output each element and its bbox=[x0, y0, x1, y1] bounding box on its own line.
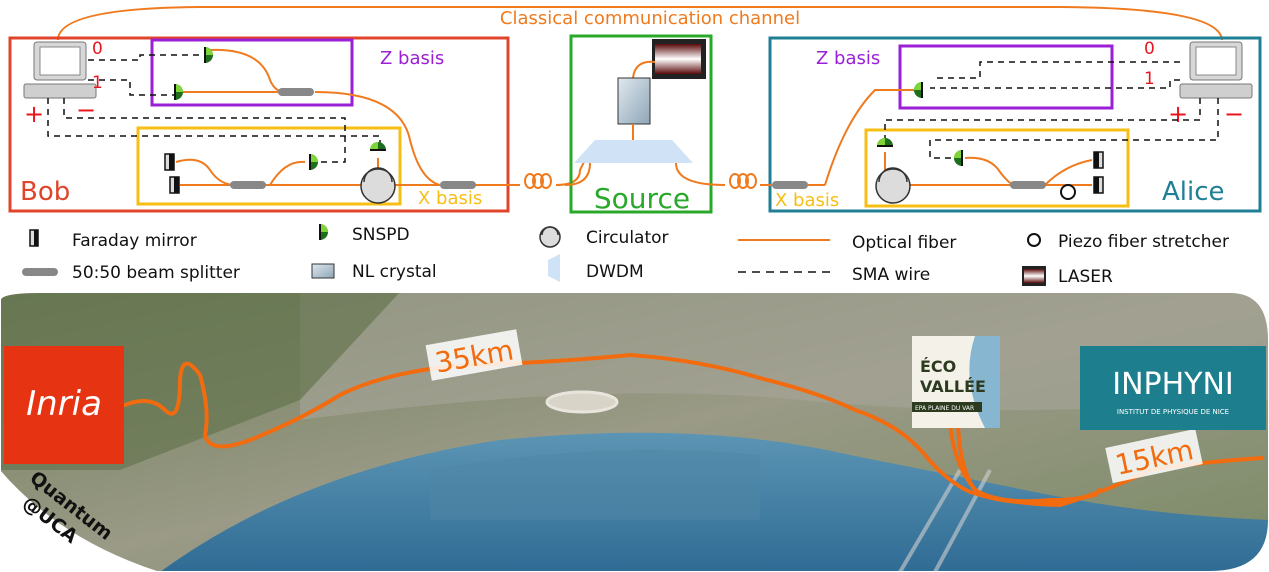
legend-snspd-icon bbox=[319, 223, 329, 241]
alice-x-basis-label: X basis bbox=[775, 190, 839, 211]
inphyni-logo: INPHYNI INSTITUT DE PHYSIQUE DE NICE bbox=[1080, 346, 1266, 430]
alice-optical-fibers bbox=[760, 89, 1093, 186]
map-photo bbox=[0, 292, 1269, 572]
alice-fiber-spool bbox=[729, 173, 757, 189]
legend-fiber-label: Optical fiber bbox=[852, 233, 956, 253]
bob-x-basis-label: X basis bbox=[418, 188, 482, 209]
legend-nl-crystal-label: NL crystal bbox=[352, 262, 437, 282]
ecovallee-logo: ÉCO VALLÉE EPA PLAINE DU VAR bbox=[912, 336, 1000, 428]
legend-faraday-icon bbox=[29, 229, 39, 247]
svg-text:VALLÉE: VALLÉE bbox=[920, 377, 986, 396]
bob-z-basis-box bbox=[150, 38, 354, 107]
alice-detector-x1 bbox=[876, 137, 894, 147]
legend-dwdm-icon bbox=[548, 254, 560, 282]
bob-circulator bbox=[360, 167, 396, 204]
bob-fiber-spool bbox=[524, 173, 552, 189]
classical-channel-line bbox=[57, 6, 1223, 41]
bob-x-beam-splitter bbox=[230, 181, 266, 189]
alice-x-basis-box bbox=[864, 128, 1130, 208]
legend-snspd-label: SNSPD bbox=[352, 225, 410, 245]
quantum-uca-corner bbox=[0, 470, 160, 572]
bob-input-beam-splitter bbox=[440, 181, 476, 189]
alice-input-beam-splitter bbox=[772, 181, 808, 189]
alice-bit1-label: 1 bbox=[1144, 69, 1155, 89]
alice-bit0-label: 0 bbox=[1144, 39, 1155, 59]
bob-label: Bob bbox=[20, 177, 70, 207]
alice-faraday-mirror-1 bbox=[1093, 151, 1104, 169]
legend-circulator-icon bbox=[539, 226, 561, 248]
bob-faraday-mirror-1 bbox=[164, 153, 175, 171]
source-laser bbox=[652, 39, 706, 79]
bob-sma-wires bbox=[47, 54, 381, 163]
fiber-route bbox=[123, 353, 1264, 507]
legend-piezo-label: Piezo fiber stretcher bbox=[1058, 232, 1229, 252]
bob-z-basis-label: Z basis bbox=[380, 48, 444, 69]
inria-logo: Inria bbox=[4, 346, 124, 464]
bob-minus-label: − bbox=[76, 96, 96, 124]
racecourse bbox=[545, 390, 619, 414]
alice-computer-icon bbox=[1179, 41, 1253, 99]
bob-bit1-label: 1 bbox=[92, 73, 103, 93]
legend-faraday-label: Faraday mirror bbox=[72, 231, 197, 251]
source-dwdm bbox=[574, 140, 693, 163]
bob-z-beam-splitter bbox=[278, 88, 314, 96]
alice-plus-label: + bbox=[1168, 100, 1188, 128]
bob-detector-z1 bbox=[174, 83, 184, 101]
svg-text:INPHYNI: INPHYNI bbox=[1112, 367, 1234, 402]
legend-sma-label: SMA wire bbox=[852, 265, 930, 285]
alice-faraday-mirror-2 bbox=[1093, 176, 1104, 194]
bob-x-basis-box bbox=[136, 126, 402, 206]
legend-splitter-label: 50:50 beam splitter bbox=[72, 263, 240, 283]
bob-detector-x0 bbox=[309, 153, 319, 171]
bob-bit0-label: 0 bbox=[92, 39, 103, 59]
legend-dwdm-label: DWDM bbox=[586, 262, 644, 282]
svg-text:ÉCO: ÉCO bbox=[920, 357, 956, 376]
legend-splitter-icon bbox=[22, 268, 58, 276]
alice-z-basis-label: Z basis bbox=[816, 48, 880, 69]
alice-circulator bbox=[875, 167, 911, 204]
source-nl-crystal bbox=[617, 77, 651, 125]
bob-faraday-mirror-2 bbox=[169, 176, 180, 194]
bob-plus-label: + bbox=[24, 100, 44, 128]
bob-computer-icon bbox=[23, 41, 97, 99]
alice-sma-wires bbox=[884, 61, 1219, 159]
bob-optical-fibers bbox=[175, 48, 591, 186]
bob-detector-x1 bbox=[369, 141, 387, 151]
bob-box bbox=[8, 36, 510, 213]
alice-z-basis-box bbox=[898, 44, 1114, 110]
alice-minus-label: − bbox=[1224, 100, 1244, 128]
legend-nl-crystal-icon bbox=[311, 263, 335, 279]
svg-text:Inria: Inria bbox=[26, 384, 102, 424]
classical-channel-label: Classical communication channel bbox=[500, 8, 800, 29]
legend-laser-icon bbox=[1022, 266, 1046, 286]
source-label: Source bbox=[594, 182, 690, 215]
alice-box bbox=[768, 36, 1262, 213]
legend-piezo-icon bbox=[1027, 233, 1041, 247]
alice-label: Alice bbox=[1162, 177, 1225, 207]
legend-circulator-label: Circulator bbox=[586, 228, 669, 248]
svg-text:INSTITUT DE PHYSIQUE DE NICE: INSTITUT DE PHYSIQUE DE NICE bbox=[1117, 408, 1229, 416]
alice-x-beam-splitter bbox=[1010, 181, 1046, 189]
source-box bbox=[569, 34, 713, 214]
alice-piezo-stretcher bbox=[1060, 184, 1076, 200]
alice-detector-z bbox=[913, 81, 923, 99]
legend-laser-label: LASER bbox=[1058, 267, 1113, 287]
alice-detector-x0 bbox=[953, 149, 963, 167]
svg-text:EPA PLAINE DU VAR: EPA PLAINE DU VAR bbox=[915, 405, 974, 412]
legend: Faraday mirror 50:50 beam splitter SNSPD… bbox=[22, 223, 1229, 287]
